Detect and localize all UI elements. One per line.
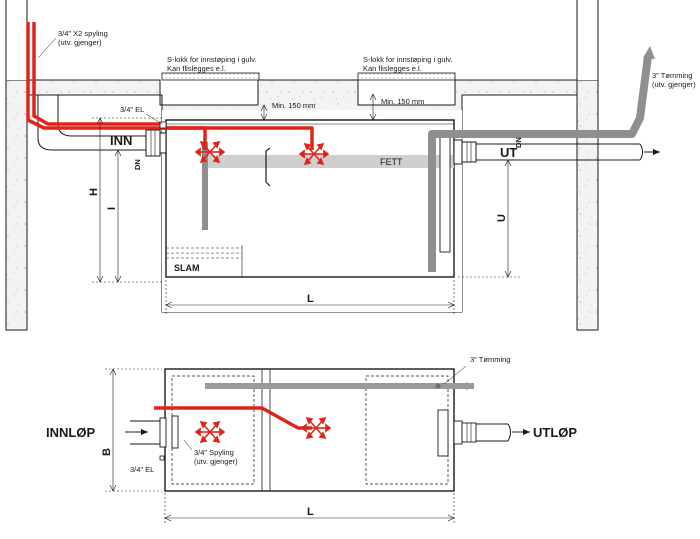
ut-label: UT — [500, 145, 517, 160]
lid-right — [357, 72, 456, 81]
tomming-label-line2: (utv. gjenger) — [652, 80, 696, 89]
plan-b-label: B — [101, 448, 113, 456]
spyling-label-line2: (utv. gjenger) — [58, 38, 102, 47]
l-label-section: L — [307, 293, 314, 305]
fett-band — [205, 155, 454, 168]
dim-min-left — [260, 104, 268, 121]
dim-min-right — [369, 93, 377, 121]
fett-label: FETT — [380, 157, 403, 167]
plan-spyling-line2: (utv. gjenger) — [194, 457, 238, 466]
dim-l-section — [165, 280, 455, 315]
dim-u — [458, 159, 520, 278]
dn-left-label: DN — [133, 159, 142, 170]
plan-el-connector — [159, 455, 165, 461]
tank-body — [165, 119, 455, 278]
plan-l-label: L — [307, 506, 314, 518]
plan-tank-outline — [164, 368, 455, 492]
dn-right-label: DN — [514, 137, 523, 148]
inn-label: INN — [110, 133, 132, 148]
min-left-label: Min. 150 mm — [272, 101, 315, 110]
plan-tomming-label: 3" Tømming — [470, 355, 510, 364]
lid-right-line2: Kan flislegges e.l. — [363, 64, 422, 73]
outlet-pipe — [453, 139, 660, 165]
slam-label: SLAM — [174, 263, 200, 273]
u-label: U — [496, 214, 508, 222]
lid-right-line1: S-lokk for innstøping i gulv. — [363, 55, 452, 64]
spyling-label-line1: 3/4" X2 spyling — [58, 29, 108, 38]
plan-view: 3" Tømming INNLØP — [46, 355, 577, 525]
section-view: FETT SLAM INN DN — [5, 0, 696, 331]
plan-innlop-label: INNLØP — [46, 425, 95, 440]
el-connector — [159, 121, 167, 129]
h-label: H — [88, 188, 100, 196]
plan-spyling-line1: 3/4" Spyling — [194, 448, 234, 457]
lid-left-line1: S-lokk for innstøping i gulv. — [167, 55, 256, 64]
lid-left-line2: Kan flislegges e.l. — [167, 64, 226, 73]
tomming-pipe — [428, 55, 652, 272]
plan-inlet-pipe — [125, 415, 179, 449]
min-right-label: Min. 150 mm — [381, 97, 424, 106]
plan-dim-b — [105, 368, 162, 492]
baffle — [265, 147, 271, 187]
lid-left — [161, 72, 260, 81]
tomming-label-line1: 3" Tømming — [652, 71, 692, 80]
dim-h — [92, 117, 164, 283]
el-label: 3/4" EL — [120, 105, 144, 114]
plan-el-label: 3/4" EL — [130, 465, 154, 474]
slam-level — [166, 245, 243, 277]
plan-utlop-label: UTLØP — [533, 425, 577, 440]
i-label: I — [106, 207, 118, 210]
plan-outlet-pipe — [437, 409, 530, 457]
plan-dim-l — [164, 493, 455, 525]
outlet-baffle — [439, 131, 451, 253]
